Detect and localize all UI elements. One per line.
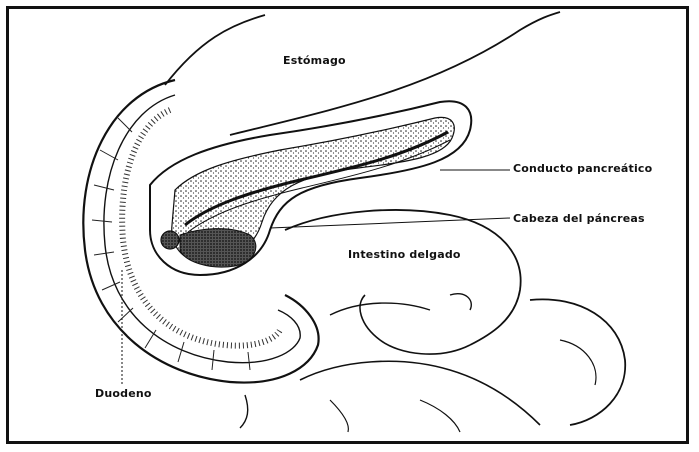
label-estomago: Estómago — [283, 54, 346, 67]
label-duodeno: Duodeno — [95, 387, 152, 400]
ampulla — [161, 231, 179, 249]
label-cabeza-pancreas: Cabeza del páncreas — [513, 212, 645, 225]
label-intestino-delgado: Intestino delgado — [348, 248, 461, 261]
stomach-outline — [165, 15, 265, 85]
intestine-outline — [285, 210, 521, 345]
label-conducto-pancreatico: Conducto pancreático — [513, 162, 652, 175]
